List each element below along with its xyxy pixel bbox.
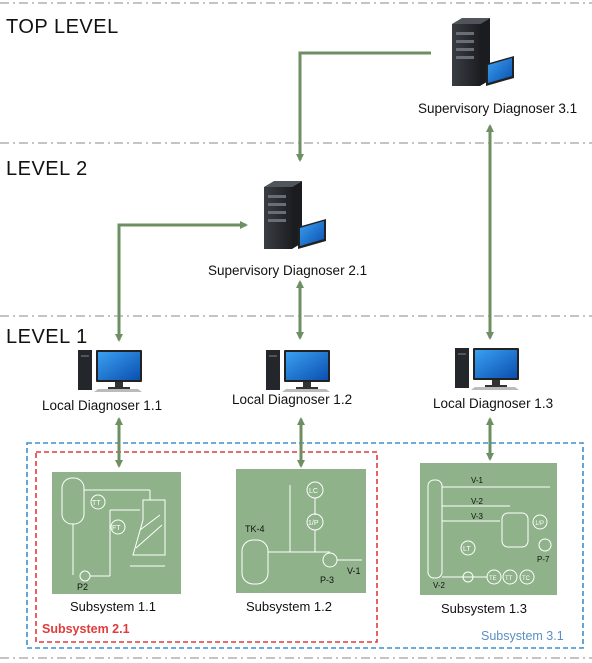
desktop-computer-icon — [266, 350, 330, 392]
pid-label-ft: FT — [112, 525, 121, 532]
level-2-label: LEVEL 2 — [6, 158, 88, 180]
pid-label-ip: 1/P — [308, 520, 319, 527]
supervisory-diagnoser-3-1-label: Supervisory Diagnoser 3.1 — [418, 101, 578, 116]
subsystem-1-3-label: Subsystem 1.3 — [441, 601, 527, 616]
connections — [115, 51, 494, 468]
subsystem-2-1-box — [35, 451, 378, 643]
subsystem-2-1-label: Subsystem 2.1 — [42, 622, 130, 636]
subsystem-3-1-box — [26, 442, 584, 649]
pid-subsystem-1-2: LC 1/P TK-4 P-3 V-1 — [236, 469, 366, 593]
pid-label-v3: V-3 — [471, 512, 484, 521]
pid-label-tt: TT — [92, 500, 101, 507]
pid-label-lc: LC — [309, 488, 318, 495]
subsystem-1-2-label: Subsystem 1.2 — [246, 599, 332, 614]
server-icon — [452, 18, 514, 86]
arrow-local11-sup21 — [115, 221, 248, 342]
pid-subsystem-1-1: TT FT P2 — [52, 472, 181, 594]
pid-label-ip: 1/P — [535, 521, 544, 527]
pid-label-v1: V-1 — [471, 476, 484, 485]
pid-label-p3: P-3 — [320, 575, 334, 585]
local-diagnoser-1-1-label: Local Diagnoser 1.1 — [42, 398, 163, 413]
pid-subsystem-1-3: V-1 V-2 V-3 1/P LT P-7 V-2 TE TT TC — [420, 463, 557, 595]
pid-label-p7: P-7 — [537, 555, 550, 564]
subsystem-1-1-label: Subsystem 1.1 — [70, 599, 156, 614]
desktop-computer-icon — [78, 350, 142, 392]
server-icon — [264, 181, 326, 249]
arrow-sup31-to-sup21 — [296, 51, 431, 162]
pid-label-p2: P2 — [77, 582, 88, 592]
level-1-label: LEVEL 1 — [6, 326, 88, 348]
pid-label-v2: V-2 — [471, 497, 484, 506]
level-top-label: TOP LEVEL — [6, 16, 119, 38]
local-diagnoser-1-2-label: Local Diagnoser 1.2 — [232, 392, 353, 407]
pid-label-te: TE — [489, 576, 497, 582]
pid-label-tt: TT — [505, 576, 513, 582]
subsystem-3-1-label: Subsystem 3.1 — [481, 629, 564, 643]
desktop-computer-icon — [455, 348, 519, 390]
pid-label-tk4: TK-4 — [245, 524, 265, 534]
local-diagnoser-1-3-label: Local Diagnoser 1.3 — [433, 396, 554, 411]
supervisory-diagnoser-2-1-label: Supervisory Diagnoser 2.1 — [208, 263, 368, 278]
pid-label-v1: V-1 — [347, 566, 361, 576]
pid-label-v2b: V-2 — [433, 581, 446, 590]
pid-label-tc: TC — [522, 576, 531, 582]
pid-label-lt: LT — [463, 546, 471, 553]
